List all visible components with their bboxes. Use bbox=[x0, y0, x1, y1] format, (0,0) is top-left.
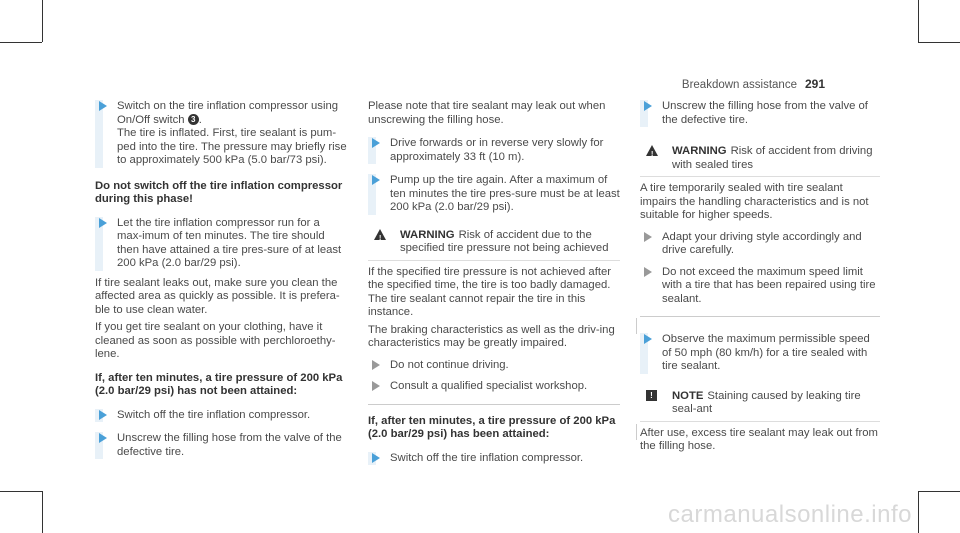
column-2: Please note that tire sealant may leak o… bbox=[368, 100, 620, 465]
paragraph: Please note that tire sealant may leak o… bbox=[368, 100, 606, 126]
arrow-icon bbox=[372, 138, 380, 148]
crop-mark bbox=[0, 491, 42, 492]
crop-mark bbox=[0, 42, 42, 43]
heading: Do not switch off the tire inflation com… bbox=[95, 179, 343, 206]
arrow-icon bbox=[99, 409, 107, 420]
step: Drive forwards or in reverse very slowly… bbox=[368, 137, 620, 164]
arrow-icon bbox=[99, 217, 107, 228]
watermark: carmanualsonline.info bbox=[668, 501, 912, 528]
arrow-icon bbox=[644, 101, 652, 111]
arrow-icon bbox=[372, 381, 380, 391]
paragraph: If tire sealant leaks out, make sure you… bbox=[95, 276, 340, 316]
step: Do not exceed the maximum speed limit wi… bbox=[640, 266, 880, 307]
step: Switch off the tire inflation compressor… bbox=[368, 451, 620, 465]
warning-label: WARNING bbox=[400, 228, 455, 241]
column-3: Unscrew the filling hose from the valve … bbox=[640, 100, 880, 454]
crop-mark bbox=[918, 491, 919, 533]
warning-icon: ! bbox=[646, 145, 658, 158]
arrow-icon bbox=[372, 452, 380, 463]
step: Unscrew the filling hose from the valve … bbox=[640, 100, 880, 127]
warning-icon: ! bbox=[374, 228, 386, 242]
heading: If, after ten minutes, a tire pressure o… bbox=[95, 371, 343, 398]
column-rule bbox=[636, 318, 637, 334]
crop-mark bbox=[918, 42, 960, 43]
step: Consult a qualified specialist workshop. bbox=[368, 380, 620, 394]
note-label: NOTE bbox=[672, 389, 704, 402]
arrow-icon bbox=[99, 433, 107, 443]
page-header: Breakdown assistance 291 bbox=[682, 77, 825, 91]
step: Switch off the tire inflation compressor… bbox=[95, 408, 347, 422]
arrow-icon bbox=[644, 334, 652, 344]
step: Observe the maximum permissible speed of… bbox=[640, 333, 880, 374]
heading: If, after ten minutes, a tire pressure o… bbox=[368, 414, 616, 441]
section-title: Breakdown assistance bbox=[681, 79, 797, 91]
page-number: 291 bbox=[804, 77, 825, 91]
warning-label: WARNING bbox=[672, 145, 727, 157]
step: Adapt your driving style accordingly and… bbox=[640, 231, 880, 258]
crop-mark bbox=[918, 0, 919, 42]
paragraph: If the specified tire pressure is not ac… bbox=[368, 265, 612, 319]
paragraph: A tire temporarily sealed with tire seal… bbox=[640, 182, 869, 221]
step: Do not continue driving. bbox=[368, 359, 620, 373]
arrow-icon bbox=[372, 359, 380, 370]
arrow-icon bbox=[372, 175, 380, 185]
step: Let the tire inflation compressor run fo… bbox=[95, 216, 347, 271]
arrow-icon bbox=[99, 101, 107, 111]
callout-badge: 3 bbox=[187, 114, 199, 126]
arrow-icon bbox=[644, 266, 652, 277]
arrow-icon bbox=[644, 231, 652, 242]
crop-mark bbox=[918, 491, 960, 492]
column-rule bbox=[636, 424, 637, 440]
paragraph: If you get tire sealant on your clothing… bbox=[95, 321, 336, 360]
step: Unscrew the filling hose from the valve … bbox=[95, 432, 347, 459]
note-icon: ! bbox=[646, 389, 657, 401]
step: Pump up the tire again. After a maximum … bbox=[368, 174, 620, 215]
crop-mark bbox=[42, 0, 43, 42]
crop-mark bbox=[42, 491, 43, 533]
step: Switch on the tire inflation compressor … bbox=[95, 100, 347, 168]
paragraph: The braking characteristics as well as t… bbox=[368, 323, 615, 350]
column-1: Switch on the tire inflation compressor … bbox=[95, 100, 347, 459]
paragraph: After use, excess tire sealant may leak … bbox=[640, 426, 878, 453]
